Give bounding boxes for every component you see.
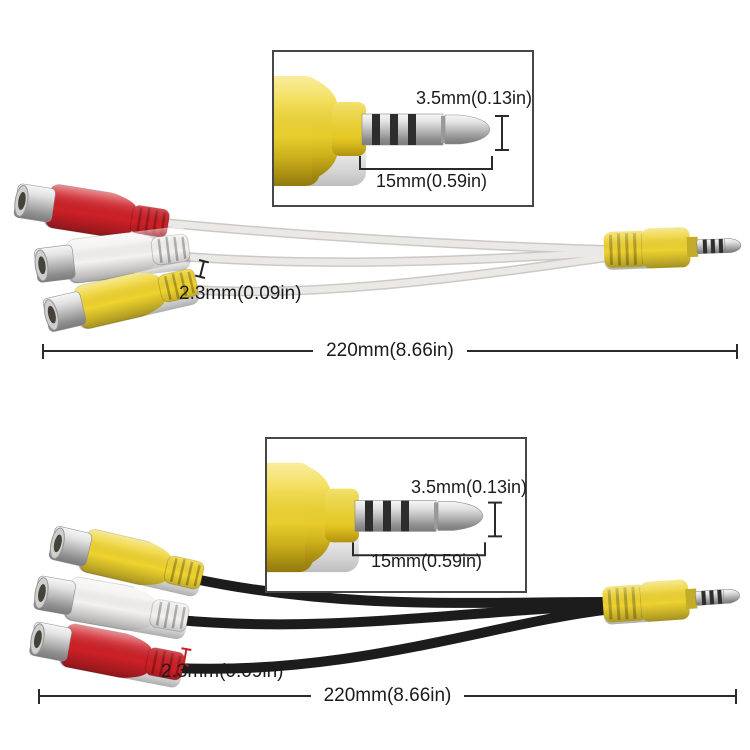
- plug-length-label: 15mm(0.59in): [376, 171, 488, 191]
- dimension-tick-right: [735, 688, 737, 704]
- cable-diameter-marker: [178, 647, 192, 667]
- plug-detail-inset: 3.5mm(0.13in) 15mm(0.59in): [265, 437, 527, 593]
- total-length-dimension: 220mm(8.66in): [42, 340, 738, 361]
- plug-detail-inset: 3.5mm(0.13in) 15mm(0.59in): [272, 50, 534, 207]
- black-cables: [169, 573, 609, 674]
- plug-length-label: 15mm(0.59in): [371, 551, 483, 571]
- product-photo-black-cable: [25, 519, 743, 691]
- dimension-line: [466, 350, 736, 352]
- cable-diameter-label: 2.3mm(0.09in): [161, 661, 284, 682]
- product-photo-white-cable: [10, 176, 744, 339]
- dimension-line: [44, 350, 314, 352]
- jack-plug-3-5mm: [600, 573, 743, 627]
- total-length-dimension: 220mm(8.66in): [38, 685, 737, 706]
- jack-plug-3-5mm: [601, 223, 744, 272]
- cable-diameter-label: 2.3mm(0.09in): [179, 283, 302, 304]
- dimension-tick-left: [42, 343, 44, 359]
- total-length-label: 220mm(8.66in): [326, 340, 454, 361]
- cable-diameter-marker: [194, 259, 210, 279]
- dimension-line: [464, 695, 735, 697]
- total-length-label: 220mm(8.66in): [323, 685, 452, 706]
- dimension-line: [40, 695, 311, 697]
- dimension-tick-right: [736, 343, 738, 359]
- white-cables: [150, 217, 621, 297]
- plug-diameter-label: 3.5mm(0.13in): [416, 88, 533, 108]
- dimension-tick-left: [38, 688, 40, 704]
- plug-diameter-label: 3.5mm(0.13in): [411, 477, 528, 497]
